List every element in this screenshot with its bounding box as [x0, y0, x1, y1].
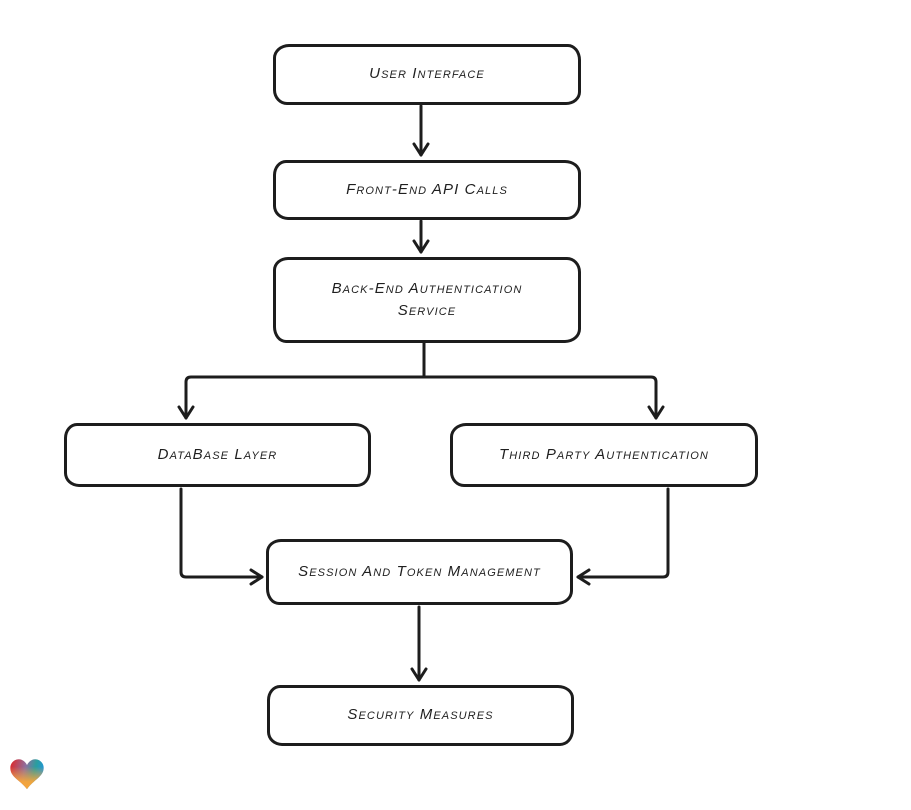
node-front-end-api-calls: Front-End API Calls: [273, 160, 581, 220]
edge-database-to-session: [179, 487, 264, 586]
node-back-end-authentication-service-label: Back-End Authentication Service: [331, 279, 523, 320]
node-database-layer-label: DataBase Layer: [157, 445, 278, 463]
eraser-heart-logo[interactable]: [10, 758, 44, 790]
node-security-measures: Security Measures: [267, 685, 574, 746]
node-back-end-authentication-service: Back-End Authentication Service: [273, 257, 581, 343]
node-session-and-token-management: Session And Token Management: [266, 539, 573, 605]
edge-backend-to-database: [177, 375, 426, 420]
node-user-interface: User Interface: [273, 44, 581, 105]
heart-icon: [10, 759, 44, 790]
edge-backend-to-thirdparty: [422, 375, 665, 420]
edge-thirdparty-to-session: [576, 487, 670, 586]
node-database-layer: DataBase Layer: [64, 423, 371, 487]
node-third-party-authentication-label: Third Party Authentication: [499, 445, 709, 463]
node-third-party-authentication: Third Party Authentication: [450, 423, 758, 487]
node-security-measures-label: Security Measures: [347, 706, 494, 724]
node-session-and-token-management-label: Session And Token Management: [298, 562, 541, 580]
node-user-interface-label: User Interface: [369, 65, 485, 83]
node-front-end-api-calls-label: Front-End API Calls: [346, 180, 508, 198]
